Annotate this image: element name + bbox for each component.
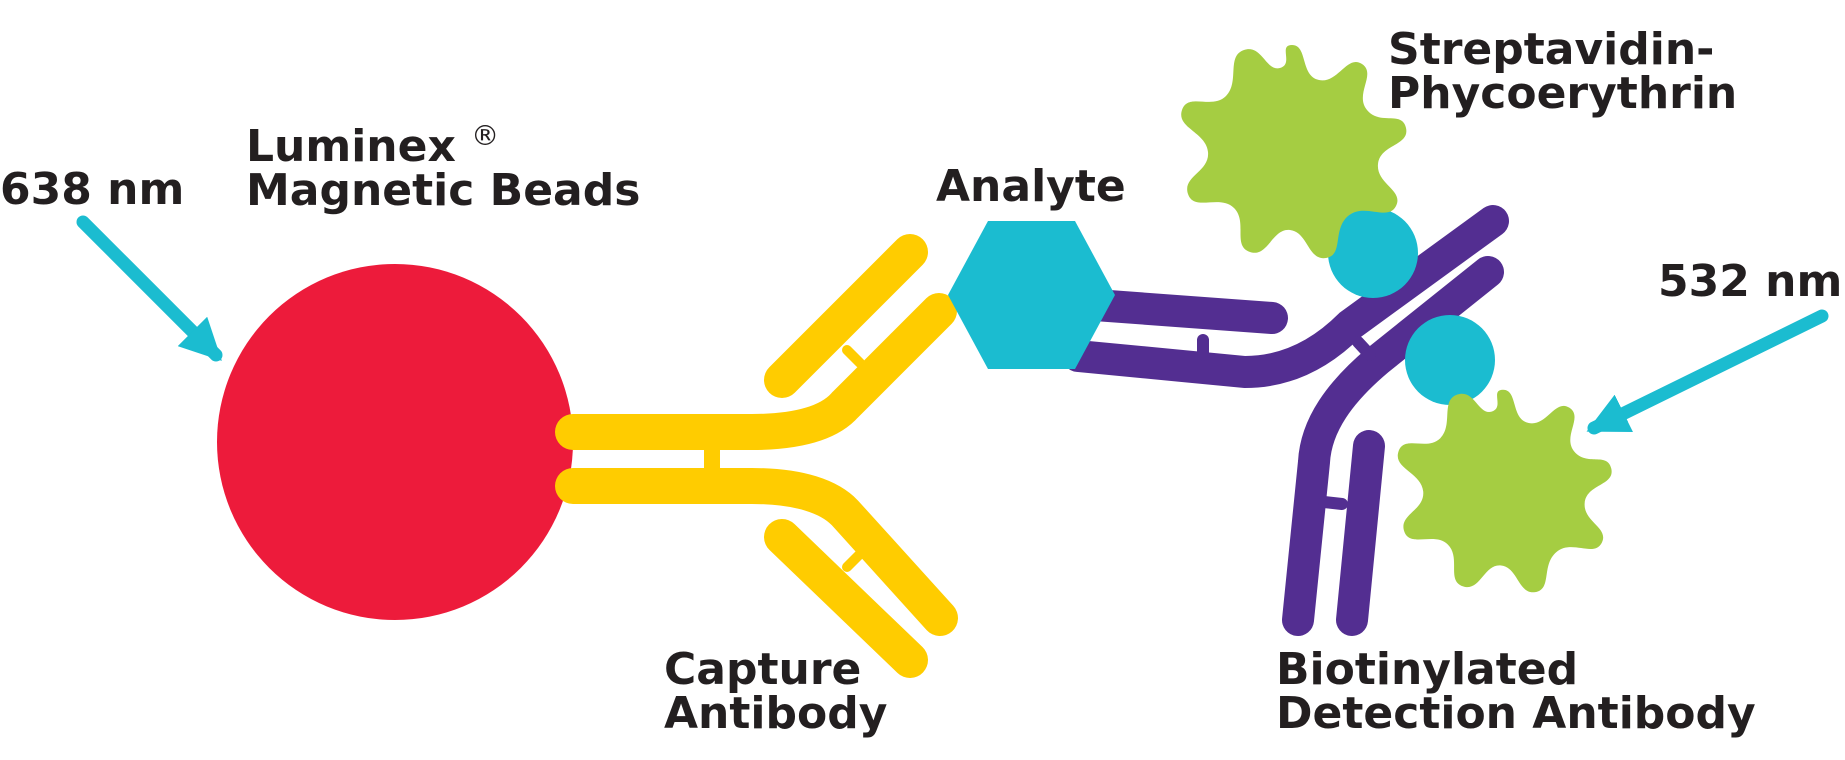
detection-antibody-light-bottom [1336, 430, 1385, 636]
laser-arrow-left [76, 215, 223, 362]
biotin-sphere-bottom [1405, 315, 1495, 405]
capture-antibody-light-bottom [764, 519, 928, 678]
label-detection-line1: Biotinylated [1276, 644, 1578, 695]
capture-antibody-disulfide-bottom [842, 549, 865, 572]
label-laser-left: 638 nm [0, 164, 184, 215]
label-sape-line2: Phycoerythrin [1388, 68, 1737, 119]
label-beads-line1: Luminex [246, 121, 456, 172]
label-sape-line1: Streptavidin- [1388, 24, 1714, 75]
capture-antibody-light-top [764, 234, 928, 398]
sape-blob-top [1181, 45, 1407, 259]
label-beads: Luminex ® [246, 119, 499, 172]
label-laser-right: 532 nm [1658, 256, 1842, 307]
label-beads-line2: Magnetic Beads [246, 165, 640, 216]
capture-antibody-heavy-top [555, 293, 957, 450]
detection-antibody [1062, 205, 1509, 636]
label-capture-line2: Antibody [664, 688, 887, 739]
detection-antibody-disulfide-mid [1352, 336, 1376, 361]
detection-antibody-heavy-top [1062, 205, 1509, 389]
sape-blob-bottom [1397, 389, 1612, 593]
detection-antibody-disulfide-bottom [1318, 496, 1348, 510]
magnetic-bead [217, 264, 573, 620]
label-analyte: Analyte [936, 161, 1126, 212]
analyte-hexagon [948, 221, 1115, 369]
label-beads-registered-mark: ® [471, 119, 499, 152]
detection-antibody-heavy-bottom [1282, 256, 1504, 636]
detection-antibody-light-top [1079, 289, 1288, 334]
biotin-sphere-top [1328, 208, 1418, 298]
capture-antibody [555, 234, 958, 678]
label-capture-line1: Capture [664, 644, 861, 695]
label-detection-line2: Detection Antibody [1276, 688, 1756, 739]
laser-arrow-right [1586, 309, 1829, 435]
capture-antibody-heavy-bottom [555, 468, 958, 636]
capture-antibody-disulfide-top [842, 345, 865, 368]
